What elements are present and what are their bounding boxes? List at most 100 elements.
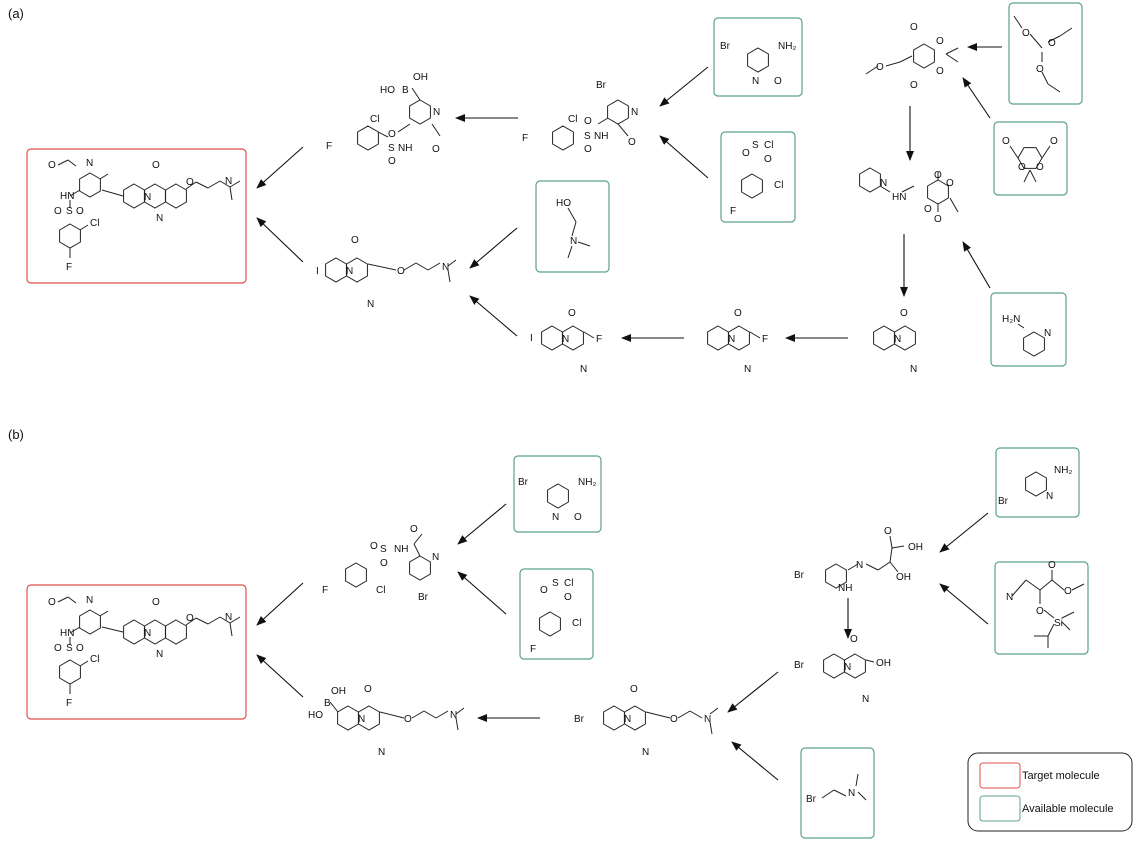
legend-label-available: Available molecule xyxy=(1022,803,1114,815)
molecule-iodo-ether: I O N N O N xyxy=(316,235,457,310)
atom-ho: HO xyxy=(308,710,323,721)
atom-cl: Cl xyxy=(564,578,573,589)
molecule-imine-acid: Br N NH O OH OH xyxy=(794,526,923,594)
atom-f: F xyxy=(762,334,768,345)
molecule-boronic-sulfonamide: HO B OH N Cl F O S O NH O xyxy=(326,72,441,167)
atom-n: N xyxy=(856,560,863,571)
atom-o: O xyxy=(734,308,742,319)
atom-nh: NH xyxy=(394,544,408,555)
atom-o: O xyxy=(48,160,56,171)
atom-o: O xyxy=(884,526,892,537)
atom-n: N xyxy=(562,334,569,345)
atom-o: O xyxy=(924,204,932,215)
available-aminopyridine-small: H₂N N xyxy=(990,292,1067,367)
atom-n: N xyxy=(156,649,163,660)
atom-o: O xyxy=(584,116,592,127)
atom-oh: OH xyxy=(876,658,891,669)
atom-oh: OH xyxy=(413,72,428,83)
atom-si: Si xyxy=(1054,618,1063,629)
molecule-iodo-fluoro: I O N N F xyxy=(530,308,602,375)
atom-o: O xyxy=(186,613,194,624)
atom-h2n: H₂N xyxy=(1002,314,1020,325)
available-box xyxy=(995,447,1080,518)
atom-n: N xyxy=(225,176,232,187)
atom-n: N xyxy=(728,334,735,345)
available-silyl-enol-ether: N O O O Si xyxy=(994,560,1089,655)
atom-hn: HN xyxy=(60,628,74,639)
atom-hn: HN xyxy=(60,191,74,202)
atom-o: O xyxy=(934,170,942,181)
atom-o: O xyxy=(946,178,954,189)
atom-n: N xyxy=(862,694,869,705)
atom-n: N xyxy=(1046,491,1053,502)
atom-s: S xyxy=(66,643,73,654)
atom-o: O xyxy=(404,714,412,725)
target-box-b xyxy=(26,584,247,720)
atom-nh2: NH₂ xyxy=(1054,465,1072,476)
atom-nh: NH xyxy=(594,131,608,142)
atom-n: N xyxy=(367,299,374,310)
atom-o: O xyxy=(370,541,378,552)
atom-o: O xyxy=(1036,162,1044,173)
atom-o: O xyxy=(397,266,405,277)
atom-o: O xyxy=(936,66,944,77)
atom-o: O xyxy=(351,235,359,246)
atom-n: N xyxy=(144,628,151,639)
atom-o: O xyxy=(48,597,56,608)
atom-o: O xyxy=(774,76,782,87)
available-orthoformate: O O O xyxy=(1008,2,1083,105)
atom-o: O xyxy=(540,585,548,596)
atom-o: O xyxy=(54,206,62,217)
atom-f: F xyxy=(66,698,72,709)
atom-oh: OH xyxy=(896,572,911,583)
atom-s: S xyxy=(752,140,759,151)
atom-o: O xyxy=(1018,162,1026,173)
atom-o: O xyxy=(1064,586,1072,597)
atom-n: N xyxy=(358,714,365,725)
atom-nh2: NH₂ xyxy=(578,477,596,488)
atom-cl: Cl xyxy=(568,114,577,125)
atom-o: O xyxy=(152,160,160,171)
available-sulfonyl-chloride-b: O S Cl O Cl F xyxy=(519,568,594,660)
atom-n: N xyxy=(442,262,449,273)
available-meldrums-acid: O O O O xyxy=(993,121,1068,196)
atom-ho: HO xyxy=(380,85,395,96)
atom-f: F xyxy=(530,644,536,655)
atom-n: N xyxy=(570,236,577,247)
atom-o: O xyxy=(630,684,638,695)
atom-br: Br xyxy=(596,80,607,91)
molecule-bromo-sulfonamide-b: NH O N Br O S O Cl F xyxy=(322,524,439,603)
molecule-core: O N N xyxy=(873,308,917,375)
legend-swatch-available xyxy=(979,795,1021,822)
atom-o: O xyxy=(76,643,84,654)
atom-f: F xyxy=(730,206,736,217)
atom-n: N xyxy=(880,178,887,189)
atom-s: S xyxy=(66,206,73,217)
available-box xyxy=(535,180,610,273)
available-sulfonyl-chloride-a: O S Cl O Cl F xyxy=(720,131,796,223)
atom-o: O xyxy=(910,22,918,33)
atom-n: N xyxy=(86,158,93,169)
atom-hn: HN xyxy=(892,192,906,203)
target-box-a xyxy=(26,148,247,284)
atom-n: N xyxy=(433,107,440,118)
molecule-bromo-hydroxy-core: Br O N N OH xyxy=(794,634,891,705)
atom-n: N xyxy=(910,364,917,375)
atom-o: O xyxy=(934,214,942,225)
available-aminopyridine-a: Br NH₂ N O xyxy=(713,17,803,97)
legend-swatch-target xyxy=(979,762,1021,789)
atom-b: B xyxy=(402,85,409,96)
atom-o: O xyxy=(388,156,396,167)
atom-n: N xyxy=(844,662,851,673)
atom-n: N xyxy=(752,76,759,87)
atom-cl: Cl xyxy=(376,585,385,596)
atom-br: Br xyxy=(518,477,529,488)
atom-ho: HO xyxy=(556,198,571,209)
atom-o: O xyxy=(900,308,908,319)
atom-br: Br xyxy=(720,41,731,52)
panel-label-b: (b) xyxy=(8,427,24,442)
atom-o: O xyxy=(1048,560,1056,571)
atom-br: Br xyxy=(794,660,805,671)
atom-o: O xyxy=(670,714,678,725)
atom-b: B xyxy=(324,698,331,709)
